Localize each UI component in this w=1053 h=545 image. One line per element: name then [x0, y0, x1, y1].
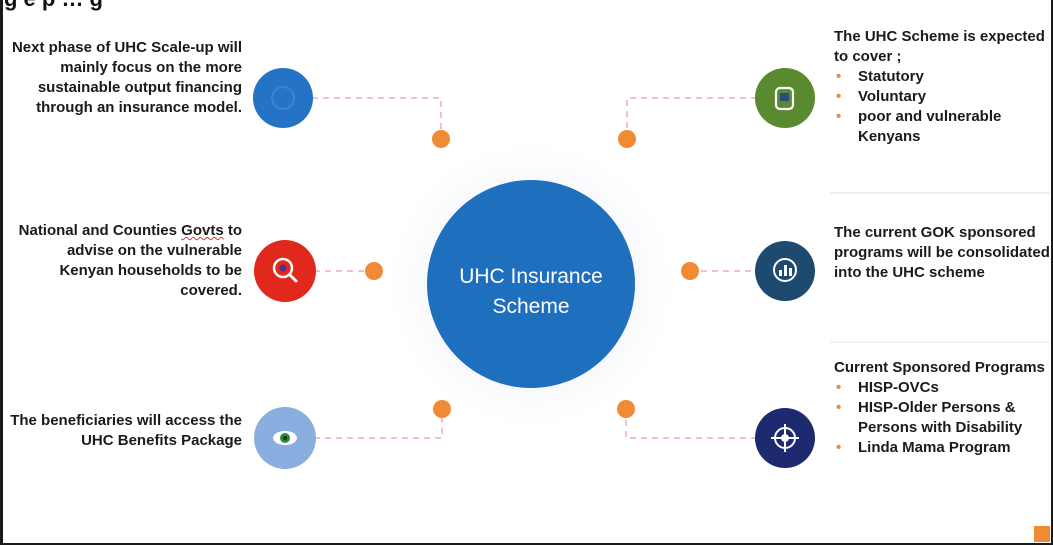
bullet-item: Statutory: [834, 67, 1053, 87]
chart-bubble-icon: [773, 258, 797, 282]
dot-right-bottom: [617, 400, 635, 418]
bullet-item: Voluntary: [834, 87, 1053, 107]
bullet-item: HISP-Older Persons & Persons with Disabi…: [834, 398, 1053, 438]
right-top-block: The UHC Scheme is expected to cover ; St…: [834, 27, 1053, 147]
frame-bottom-border: [0, 543, 1053, 545]
hub-circle: [427, 180, 635, 388]
node-left-mid: [254, 240, 316, 302]
right-mid-block: The current GOK sponsored programs will …: [834, 223, 1053, 283]
right-bottom-bullets: HISP-OVCs HISP-Older Persons & Persons w…: [834, 378, 1053, 458]
bullet-item: poor and vulnerable Kenyans: [834, 107, 1053, 147]
bullet-item: HISP-OVCs: [834, 378, 1053, 398]
dot-right-mid: [681, 262, 699, 280]
dot-left-top: [432, 130, 450, 148]
target-icon: [771, 424, 799, 452]
hub-label: UHC Insurance Scheme: [459, 265, 603, 318]
dot-left-mid: [365, 262, 383, 280]
right-connectors: [625, 97, 757, 439]
connector-dots: [365, 130, 699, 418]
cropped-title: g e p … g: [4, 0, 103, 12]
left-mid-text-pre: National and Counties: [18, 222, 182, 239]
corner-tag: [1034, 526, 1050, 542]
node-right-top: [755, 68, 815, 128]
left-mid-text: National and Counties Govts to advise on…: [10, 221, 242, 301]
frame-right-border: [1051, 0, 1053, 545]
connector-left-bottom: [314, 409, 443, 439]
right-mid-title: The current GOK sponsored programs will …: [834, 224, 1050, 281]
connector-right-bottom: [625, 409, 757, 439]
right-top-bullets: Statutory Voluntary poor and vulnerable …: [834, 67, 1053, 147]
dot-left-bottom: [433, 400, 451, 418]
magnifier-icon: [272, 257, 298, 283]
right-top-title: The UHC Scheme is expected to cover ;: [834, 28, 1045, 65]
connector-left-top: [312, 97, 442, 139]
node-right-bottom: [755, 408, 815, 468]
node-left-top: [253, 68, 313, 128]
device-icon: [774, 86, 795, 111]
right-bottom-block: Current Sponsored Programs HISP-OVCs HIS…: [834, 358, 1053, 458]
eye-icon: [273, 431, 297, 445]
left-connectors: [312, 97, 443, 439]
left-mid-text-underlined: Govts: [181, 222, 224, 239]
node-left-bottom: [254, 407, 316, 469]
frame-left-border: [0, 0, 3, 545]
left-mid-text-post: to advise on the vulnerable Kenyan house…: [59, 222, 242, 299]
right-bottom-title: Current Sponsored Programs: [834, 359, 1045, 376]
left-bottom-text: The beneficiaries will access the UHC Be…: [10, 412, 242, 449]
connector-right-top: [626, 97, 757, 139]
dot-right-top: [618, 130, 636, 148]
node-right-mid: [755, 241, 815, 301]
left-top-text: Next phase of UHC Scale-up will mainly f…: [11, 39, 242, 116]
bullet-item: Linda Mama Program: [834, 438, 1053, 458]
